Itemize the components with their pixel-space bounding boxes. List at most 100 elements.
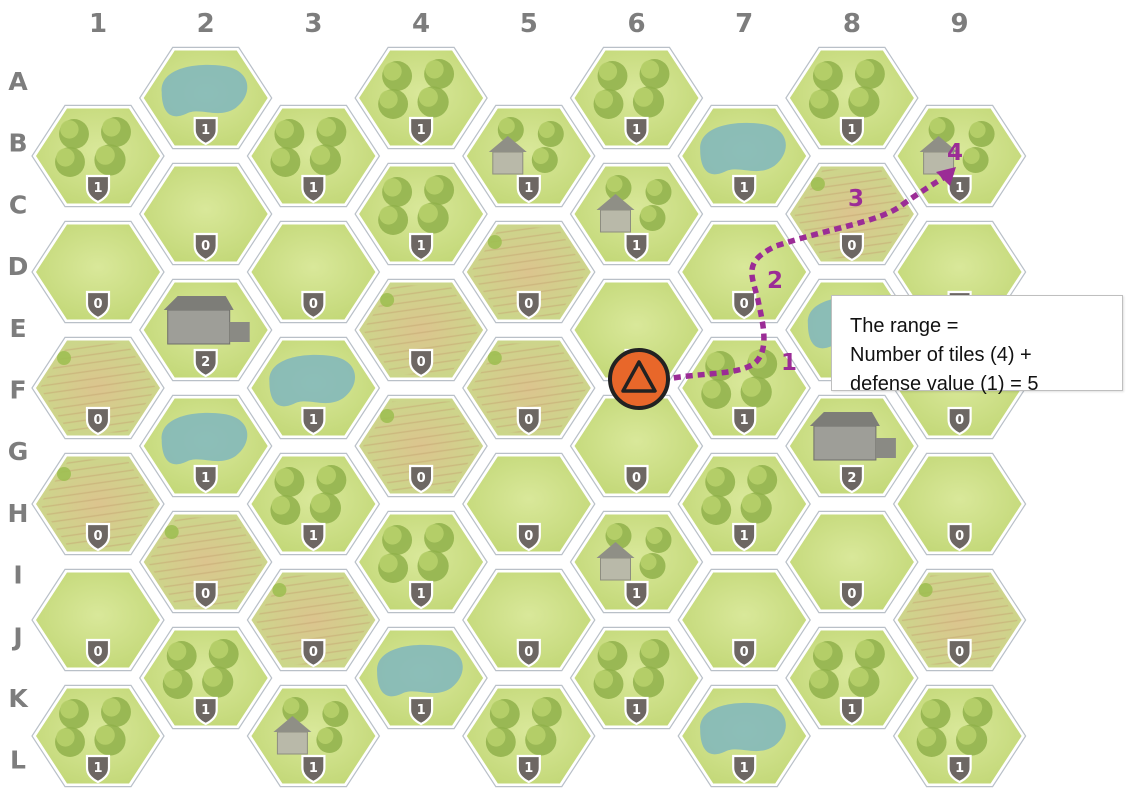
hex-terrain-fill: [251, 224, 376, 320]
player-unit-token[interactable]: [608, 348, 670, 410]
hex-terrain-fill: [682, 224, 807, 320]
hex-tile-field[interactable]: 0: [246, 568, 381, 672]
hex-terrain-fill: [682, 572, 807, 668]
hex-tile-house[interactable]: 1: [569, 510, 704, 614]
hex-tile-house[interactable]: 1: [569, 162, 704, 266]
defense-value: 1: [524, 761, 533, 776]
hex-tile-grass[interactable]: 0: [31, 568, 165, 672]
shield-icon: [947, 638, 972, 668]
hex-tile-forest[interactable]: 1: [677, 452, 811, 556]
defense-value: 1: [201, 703, 210, 718]
hex-tile-grass[interactable]: 0: [462, 452, 596, 556]
hex-tile-field[interactable]: 0: [462, 336, 596, 440]
movement-path: 1 2 3 4: [661, 140, 963, 383]
defense-value: 0: [93, 529, 102, 544]
hex-tile-lake[interactable]: 1: [246, 336, 381, 440]
defense-value: 0: [740, 297, 749, 312]
hex-tile-grass[interactable]: 0: [31, 220, 165, 324]
hex-tile-forest[interactable]: 1: [785, 46, 919, 150]
hex-tile-forest[interactable]: 1: [246, 104, 381, 208]
row-label: G: [8, 437, 29, 466]
row-label: L: [10, 746, 26, 775]
defense-value: 0: [955, 529, 964, 544]
hex-tile-lake[interactable]: 1: [138, 394, 273, 498]
hex-tile-grass[interactable]: 0: [785, 510, 919, 614]
defense-value: 1: [955, 761, 964, 776]
hex-tile-building[interactable]: 2: [785, 394, 919, 498]
hex-tile-building[interactable]: 2: [138, 278, 273, 382]
row-label: A: [8, 67, 28, 96]
column-label: 9: [951, 9, 969, 39]
column-label: 2: [197, 9, 215, 39]
shield-icon: [839, 464, 864, 494]
hex-tile-field[interactable]: 0: [138, 510, 273, 614]
shield-icon: [409, 348, 434, 378]
defense-value: 0: [847, 239, 856, 254]
hex-tile-house[interactable]: 1: [462, 104, 596, 208]
hex-tile-grass[interactable]: 0: [246, 220, 381, 324]
hex-tile-forest[interactable]: 1: [785, 626, 919, 730]
shield-icon: [732, 406, 757, 436]
shield-icon: [732, 754, 757, 784]
hex-tile-grass[interactable]: 0: [138, 162, 273, 266]
hex-tile-field[interactable]: 0: [892, 568, 1027, 672]
hex-tile-grass[interactable]: 0: [462, 568, 596, 672]
hex-tile-lake[interactable]: 1: [677, 104, 811, 208]
hex-tile-field[interactable]: 0: [462, 220, 596, 324]
row-label: B: [8, 129, 27, 158]
shield-icon: [624, 116, 649, 146]
hex-tile-house[interactable]: 1: [246, 684, 381, 788]
hex-tile-lake[interactable]: 1: [138, 46, 273, 150]
unit-token-circle[interactable]: [608, 348, 670, 410]
hex-tile-forest[interactable]: 1: [569, 626, 704, 730]
hex-tile-house[interactable]: 1: [892, 104, 1027, 208]
defense-value: 2: [201, 355, 210, 370]
defense-value: 0: [309, 297, 318, 312]
hex-tile-grass[interactable]: 0: [677, 220, 811, 324]
hex-tile-forest[interactable]: 1: [462, 684, 596, 788]
hex-tile-grass[interactable]: 0: [892, 452, 1027, 556]
range-explanation-note: The range = Number of tiles (4) + defens…: [831, 295, 1123, 395]
hex-terrain-fill: [574, 398, 699, 494]
hex-tile-grass[interactable]: 0: [677, 568, 811, 672]
shield-icon: [193, 580, 218, 610]
hex-tile-forest[interactable]: 1: [246, 452, 381, 556]
shield-icon: [409, 116, 434, 146]
hex-tile-field[interactable]: 0: [785, 162, 919, 266]
hex-tile-forest[interactable]: 1: [354, 510, 488, 614]
hex-tile-forest[interactable]: 1: [892, 684, 1027, 788]
hex-tile-field[interactable]: 0: [31, 452, 165, 556]
defense-value: 0: [201, 587, 210, 602]
row-label: I: [13, 561, 22, 590]
column-label: 8: [843, 9, 861, 39]
hex-tile-lake[interactable]: 1: [677, 684, 811, 788]
hex-tile-field[interactable]: 0: [31, 336, 165, 440]
defense-value: 1: [524, 181, 533, 196]
shield-icon: [624, 696, 649, 726]
shield-icon: [947, 406, 972, 436]
shield-icon: [516, 754, 541, 784]
shield-icon: [947, 522, 972, 552]
defense-value: 1: [632, 703, 641, 718]
hex-tile-lake[interactable]: 1: [354, 626, 488, 730]
hex-tile-field[interactable]: 0: [354, 278, 488, 382]
defense-value: 1: [93, 181, 102, 196]
shield-icon: [85, 754, 111, 784]
shield-icon: [732, 290, 757, 320]
hex-tile-field[interactable]: 0: [354, 394, 488, 498]
hex-tile-forest[interactable]: 1: [354, 46, 488, 150]
hex-tile-forest[interactable]: 1: [31, 684, 165, 788]
hex-tiles: 1000011021011011011100111000011100111011…: [31, 46, 1027, 788]
hex-tile-forest[interactable]: 1: [354, 162, 488, 266]
shield-icon: [839, 696, 864, 726]
hex-tile-forest[interactable]: 1: [677, 336, 811, 440]
hex-tile-forest[interactable]: 1: [31, 104, 165, 208]
hex-tile-forest[interactable]: 1: [138, 626, 273, 730]
defense-value: 1: [93, 761, 102, 776]
hex-tile-grass[interactable]: 0: [569, 394, 704, 498]
shield-icon: [409, 696, 434, 726]
defense-value: 0: [955, 645, 964, 660]
defense-value: 1: [309, 181, 318, 196]
hex-tile-forest[interactable]: 1: [569, 46, 704, 150]
